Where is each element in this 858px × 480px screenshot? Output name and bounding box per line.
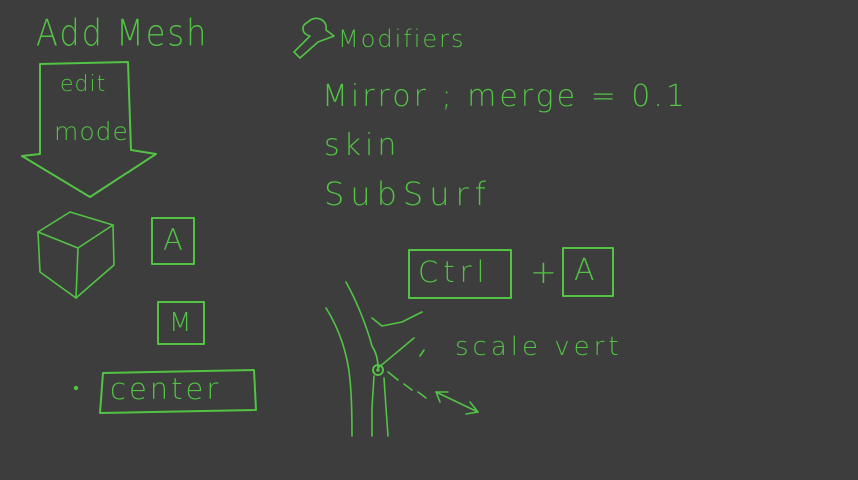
- center-box: [99, 369, 257, 414]
- add-mesh-heading: Add Mesh: [36, 11, 209, 55]
- plus-sign: +: [530, 253, 557, 291]
- key-m-label: M: [169, 308, 192, 338]
- a-key-box: [562, 247, 614, 297]
- selected-vertex-dot: [376, 368, 380, 372]
- scale-arrow: [435, 391, 479, 415]
- a-key-label: A: [574, 253, 595, 288]
- bullet-dot: [73, 385, 79, 391]
- center-label: center: [110, 372, 222, 406]
- ctrl-key-box: [408, 249, 512, 299]
- modifier-item-subsurf: SubSurf: [324, 175, 492, 213]
- edit-mode-arrow: [21, 61, 157, 198]
- key-m-box: [157, 301, 205, 345]
- modifier-item-skin: skin: [324, 128, 401, 163]
- wrench-icon: [293, 17, 335, 59]
- cube-sketch: [37, 211, 115, 299]
- selected-vertex: [372, 364, 384, 376]
- modifiers-heading: Modifiers: [338, 25, 466, 53]
- key-a-label: A: [163, 223, 183, 257]
- scale-vert-label: scale vert: [455, 332, 623, 362]
- ctrl-key-label: Ctrl: [418, 255, 490, 289]
- mode-label: mode: [54, 117, 129, 146]
- modifier-item-mirror: Mirror ; merge = 0.1: [322, 79, 688, 114]
- edit-label: edit: [60, 72, 107, 97]
- skin-mesh-sketch: [325, 281, 427, 437]
- key-a-box: [151, 217, 195, 265]
